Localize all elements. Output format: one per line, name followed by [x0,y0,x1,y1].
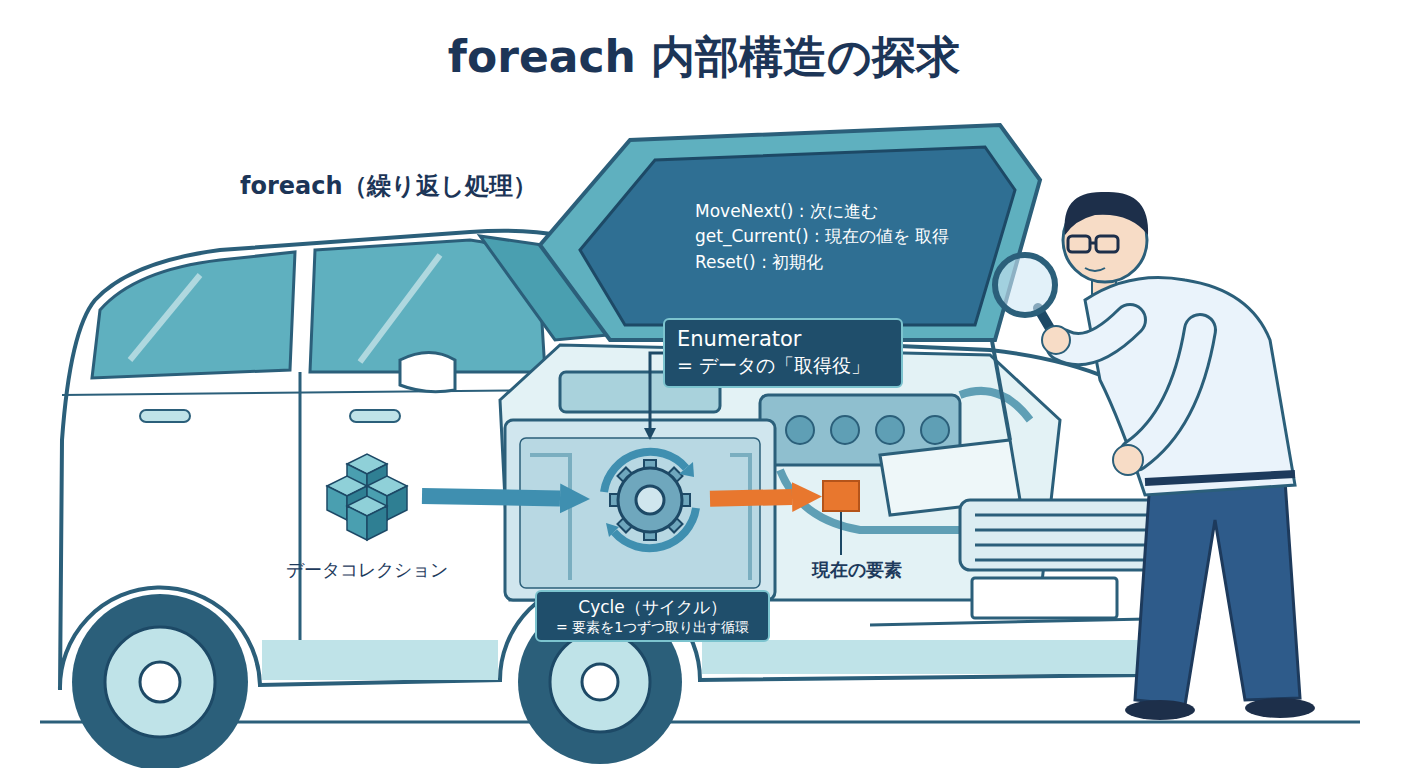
car-body [702,640,1148,674]
engineer-figure [1092,270,1116,300]
data-cubes-icon [347,506,367,540]
connector-layer [422,353,792,499]
engineer-figure [995,192,1315,720]
cycle-gear: Cycle（サイクル）= 要素を1つずつ取り出す循環 [590,440,710,560]
engineer-figure [1125,700,1195,720]
gear-icon [590,440,710,560]
wheel [105,627,215,737]
car-body [140,410,190,422]
car-front [870,618,1195,625]
car-front [870,440,1195,625]
engineer-figure [1135,330,1200,455]
method-description: get_Current() : 現在の値を 取得 [695,226,957,247]
data-cubes-icon [387,486,407,520]
data-cubes-icon [327,486,347,520]
component-name: Enumerator [677,326,889,353]
hood-panel: MoveNext() : 次に進む get_Current() : 現在の値を 取… [540,125,1040,340]
leader-line [841,512,842,555]
engineer-figure [1135,330,1200,455]
wheel [550,632,650,732]
text-group: 現在の要素 [812,558,902,582]
engineer-figure [1245,698,1315,718]
engineer-figure [1145,474,1295,482]
leader-line [840,512,842,555]
flow-arrow [422,496,560,498]
text-group: MoveNext() : 次に進む get_Current() : 現在の値を 取… [695,201,957,277]
current-element-square: 現在の要素 [822,480,860,512]
data-collection-icon: データコレクション [312,450,422,540]
engineer-figure [995,255,1055,315]
gear-icon [614,508,696,548]
method-description: MoveNext() : 次に進む [695,201,957,222]
car-front [972,578,1117,618]
data-cubes-icon [327,454,407,540]
engineer-figure [1068,236,1090,252]
element-label: 現在の要素 [812,558,902,582]
engineer-figure [1065,192,1149,235]
flow-arrow [710,497,792,499]
cycle-description: = 要素を1つずつ取り出す循環 [543,618,762,636]
wheel [72,594,248,768]
engineer-figure [1038,308,1058,342]
car-body [92,252,295,378]
gear-icon [679,462,694,477]
hood-strut [990,330,1010,440]
gear-icon [618,468,682,532]
data-cubes-icon [312,450,422,540]
engineer-figure [1062,320,1130,349]
gear-icon [604,452,686,492]
engineer-figure [1085,278,1295,496]
engine-bay [530,455,750,580]
engineer-figure [1135,480,1300,705]
wheel [140,662,180,702]
engine-bay [786,416,814,444]
engineer-figure [1085,268,1105,271]
leader-arrow [650,353,663,428]
gear-icon [610,460,690,540]
engine-bay [505,420,775,600]
car-body [360,255,440,362]
gear-icon [636,486,664,514]
engine-bay [520,438,760,588]
car-body [62,390,560,395]
engine-bay [831,416,859,444]
component-description: = データの「取得役」 [677,353,889,378]
engine-bay [876,416,904,444]
hood-strut [990,330,1010,440]
hood-shape [580,147,1015,325]
data-cubes-icon [367,506,387,540]
section-label: foreach（繰り返し処理） [240,170,537,202]
gear-icon [606,523,619,537]
engineer-figure [1113,445,1143,475]
car-front [960,500,1190,570]
car-body [262,640,498,680]
car-body [400,353,455,392]
engineer-figure [1096,236,1118,252]
engineer-figure [1042,326,1070,354]
engineer-figure [1062,320,1130,349]
collection-label: データコレクション [286,558,448,582]
method-description: Reset() : 初期化 [695,252,957,273]
engine-bay [960,391,1030,420]
car-body [299,372,302,640]
wheel [582,664,618,700]
text-group: データコレクション [286,558,448,582]
car-body [130,275,200,360]
engineer-figure [1063,198,1147,282]
diagram-title: foreach 内部構造の探求 [0,28,1408,87]
engineer-figure [1090,242,1096,245]
text-group: Cycle（サイクル）= 要素を1つずつ取り出す循環 [535,590,770,642]
car-front [975,515,1175,560]
hood-shape [540,125,1040,340]
engine-bay [921,416,949,444]
enumerator-box: Enumerator= データの「取得役」 [663,318,903,388]
cycle-name: Cycle（サイクル） [543,596,762,618]
car-body [350,410,400,422]
text-group: Enumerator= データの「取得役」 [677,326,889,378]
